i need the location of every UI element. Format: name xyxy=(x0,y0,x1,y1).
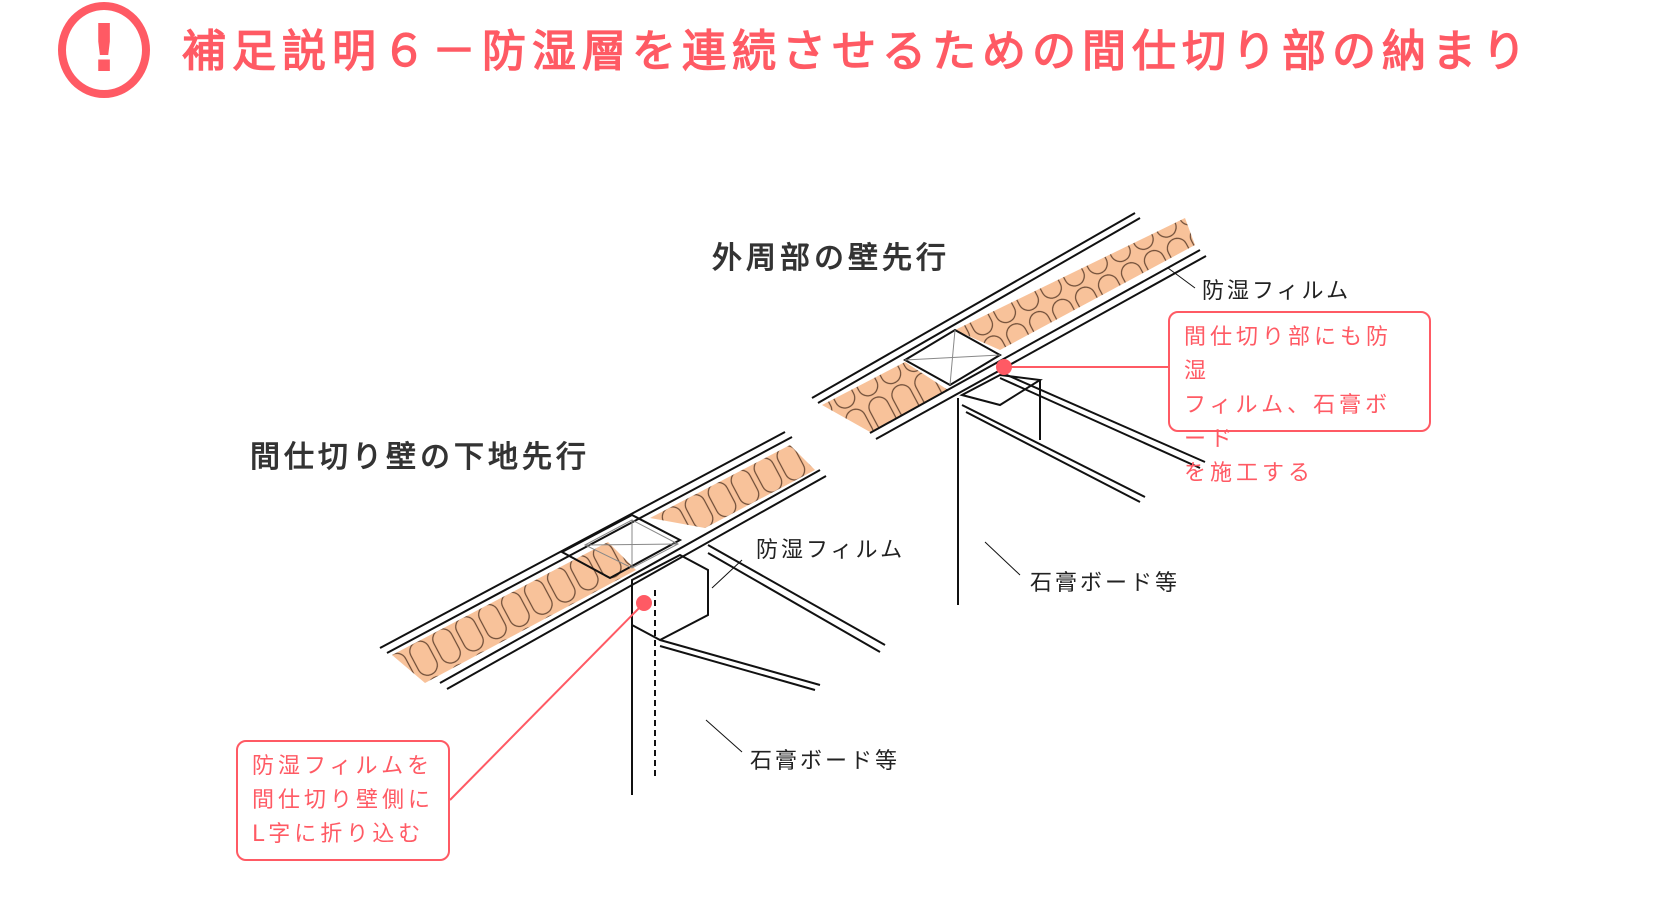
right-heading: 外周部の壁先行 xyxy=(712,241,950,276)
left-board-label: 石膏ボード等 xyxy=(750,749,901,774)
callout-line: フィルム、石膏ボード xyxy=(1184,393,1392,452)
callout-line: 間仕切り壁側に xyxy=(252,788,435,813)
insulation-left-b xyxy=(650,445,815,528)
callout-line: 間仕切り部にも防湿 xyxy=(1184,325,1393,384)
insulation-right-a xyxy=(822,362,948,432)
insulation-left-a xyxy=(392,542,636,683)
left-wall xyxy=(379,431,886,795)
left-heading: 間仕切り壁の下地先行 xyxy=(250,440,590,475)
callout-line: L字に折り込む xyxy=(252,822,425,847)
right-film-label: 防湿フィルム xyxy=(1202,279,1352,304)
callout-line: を施工する xyxy=(1184,461,1315,486)
insulation-right-b xyxy=(955,218,1195,350)
left-film-label: 防湿フィルム xyxy=(756,538,906,563)
callout-line: 防湿フィルムを xyxy=(252,754,434,779)
right-board-label: 石膏ボード等 xyxy=(1030,571,1181,596)
right-wall xyxy=(811,212,1207,605)
right-leader xyxy=(996,359,1168,375)
left-leader xyxy=(449,595,652,801)
right-callout: 間仕切り部にも防湿 フィルム、石膏ボード を施工する xyxy=(1168,311,1431,486)
left-callout: 防湿フィルムを 間仕切り壁側に L字に折り込む xyxy=(236,740,450,861)
page-title: 補足説明６－防湿層を連続させるための間仕切り部の納まり xyxy=(182,26,1532,77)
alert-icon: ! xyxy=(58,2,150,98)
